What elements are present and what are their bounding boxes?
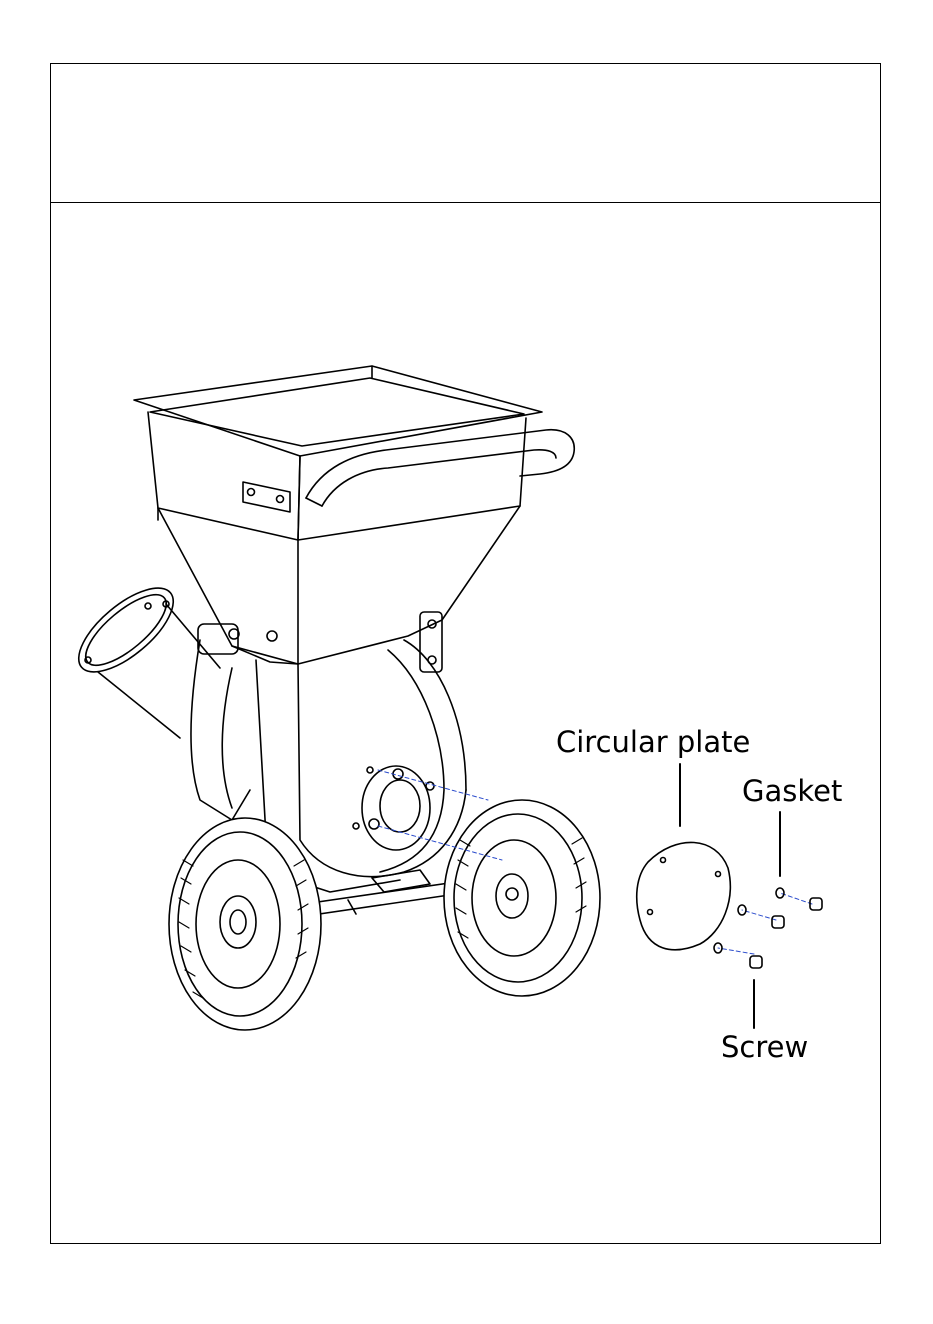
screw-label: Screw xyxy=(721,1033,808,1062)
screws xyxy=(750,898,822,968)
right-wheel xyxy=(444,800,600,996)
hopper xyxy=(134,366,542,664)
gasket-label: Gasket xyxy=(742,777,842,806)
circular-plate-label: Circular plate xyxy=(556,728,750,757)
left-wheel xyxy=(169,818,321,1030)
circular-plate xyxy=(637,842,731,949)
